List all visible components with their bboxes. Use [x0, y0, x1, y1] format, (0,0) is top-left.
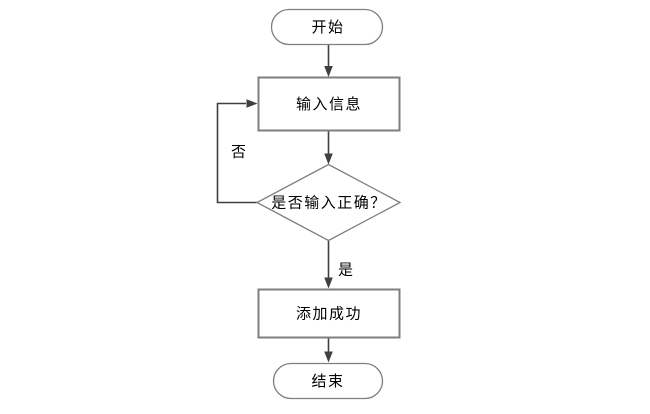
node-start-label: 开始	[311, 19, 344, 36]
node-end: 结束	[272, 362, 384, 400]
arrowhead-down-icon	[324, 66, 333, 77]
node-end-label: 结束	[311, 373, 344, 390]
node-input: 输入信息	[257, 76, 401, 132]
arrowhead-right-icon	[246, 99, 258, 108]
edge-decision-yes: 是	[324, 240, 353, 289]
edge-label-yes: 是	[338, 262, 353, 279]
node-decision: 是否输入正确？	[255, 163, 402, 242]
edge-label-no: 否	[231, 144, 246, 161]
node-success-label: 添加成功	[296, 306, 362, 323]
edge-success-to-end	[324, 337, 333, 363]
node-input-label: 输入信息	[296, 96, 362, 113]
edge-decision-no-loop: 否	[216, 99, 258, 204]
arrowhead-down-icon	[324, 277, 333, 289]
success-process-shape	[257, 288, 401, 339]
node-success: 添加成功	[257, 288, 401, 339]
edge-input-to-decision	[324, 130, 333, 165]
end-terminator-shape	[272, 362, 384, 400]
node-decision-label: 是否输入正确？	[271, 195, 387, 212]
arrowhead-down-icon	[324, 351, 333, 363]
node-start: 开始	[270, 8, 384, 46]
input-process-shape	[257, 76, 401, 132]
decision-diamond-shape	[255, 163, 402, 242]
start-terminator-shape	[270, 8, 384, 46]
edge-start-to-input	[324, 44, 333, 77]
arrowhead-down-icon	[324, 153, 333, 165]
edge-line	[216, 102, 257, 204]
